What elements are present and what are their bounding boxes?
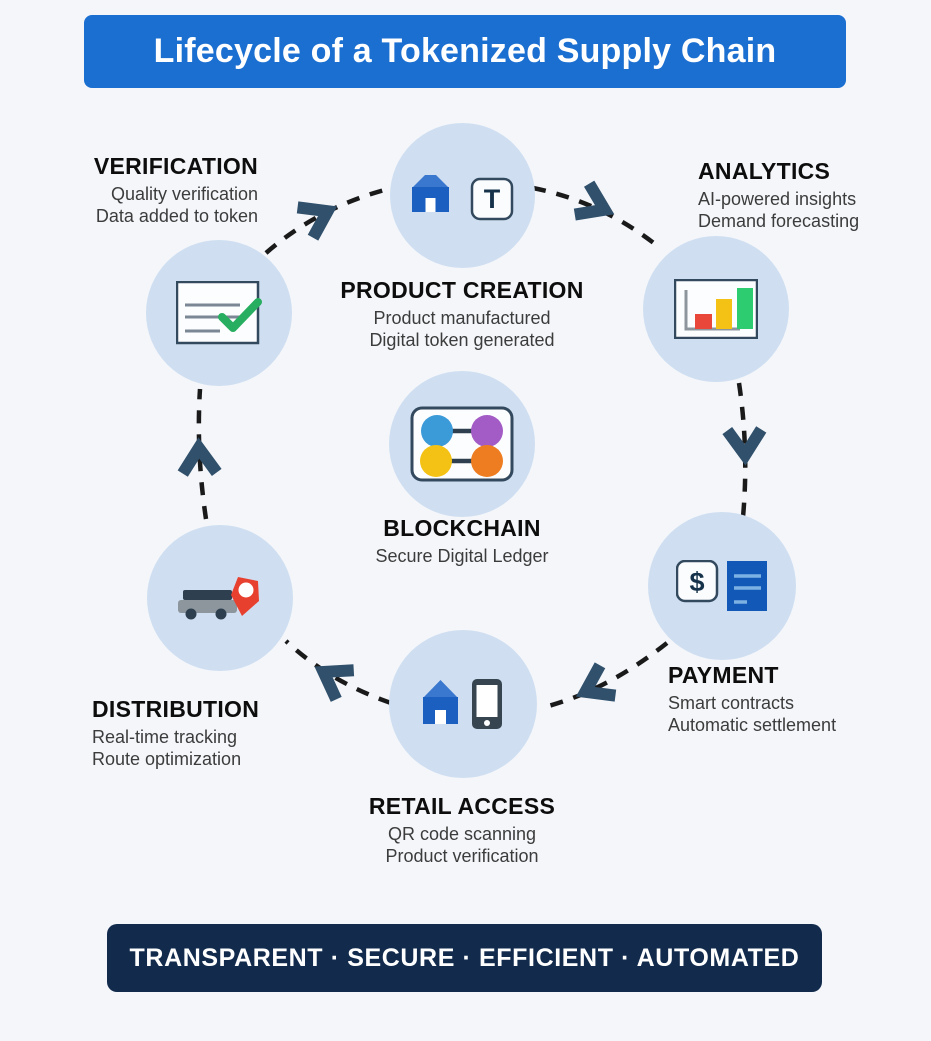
token-badge-icon: T [470, 177, 513, 220]
node-text-verification: VERIFICATION Quality verification Data a… [28, 153, 258, 228]
node-title: RETAIL ACCESS [368, 793, 556, 819]
store-and-phone-icon [422, 679, 502, 729]
flow-line-payment-to-retail [540, 641, 669, 711]
node-circle-verification [146, 240, 292, 386]
arrowhead-up-left-icon [314, 664, 355, 702]
checklist-icon [176, 281, 262, 345]
smartphone-icon [471, 679, 502, 729]
token-letter: T [483, 184, 500, 214]
node-title: VERIFICATION [93, 153, 258, 179]
node-subtitle-line: Smart contracts [668, 692, 795, 713]
truck-icon [178, 590, 237, 620]
flow-line-product-to-analytics [532, 185, 662, 250]
dollar-badge-icon: $ [676, 560, 719, 603]
node-subtitle-line: Route optimization [92, 748, 242, 769]
arrowhead-down-right-icon [573, 180, 615, 221]
node-circle-blockchain [389, 371, 535, 517]
dollar-and-invoice-icon: $ [676, 560, 767, 611]
node-circle-product-creation: T [390, 123, 535, 268]
node-text-analytics: ANALYTICS AI-powered insights Demand for… [698, 158, 918, 233]
truck-and-pin-icon [178, 577, 259, 620]
flow-line-verification-to-product [264, 185, 393, 255]
footer-banner: TRANSPARENT · SECURE · EFFICIENT · AUTOM… [107, 924, 822, 992]
node-title: ANALYTICS [698, 158, 831, 184]
node-title: BLOCKCHAIN [383, 515, 541, 541]
arrowhead-up-right-icon [296, 201, 338, 241]
node-subtitle-line: Demand forecasting [698, 210, 860, 231]
linked-nodes-icon [410, 406, 514, 482]
node-text-retail-access: RETAIL ACCESS QR code scanning Product v… [312, 793, 612, 868]
arrowhead-down-icon [722, 426, 767, 466]
store-icon [422, 680, 458, 724]
factory-icon [411, 174, 449, 212]
node-title: PRODUCT CREATION [340, 277, 584, 303]
footer-tagline: TRANSPARENT · SECURE · EFFICIENT · AUTOM… [129, 943, 800, 972]
node-text-payment: PAYMENT Smart contracts Automatic settle… [668, 662, 898, 737]
location-pin-icon [231, 577, 259, 616]
arrowhead-up-icon [177, 437, 222, 477]
node-subtitle-line: QR code scanning [387, 823, 537, 844]
node-subtitle-line: Real-time tracking [92, 726, 238, 747]
node-text-blockchain: BLOCKCHAIN Secure Digital Ledger [312, 515, 612, 568]
node-subtitle-line: Digital token generated [369, 329, 555, 350]
invoice-icon [727, 561, 767, 611]
node-subtitle-line: Secure Digital Ledger [375, 545, 549, 566]
node-subtitle-line: Data added to token [95, 205, 258, 226]
factory-and-token-icon: T [411, 174, 513, 220]
flow-line-analytics-to-payment [736, 382, 748, 518]
dollar-sign: $ [689, 567, 704, 597]
title-banner: Lifecycle of a Tokenized Supply Chain [84, 15, 846, 88]
arrowhead-down-left-icon [575, 662, 617, 702]
node-subtitle-line: Quality verification [110, 183, 258, 204]
node-circle-analytics [643, 236, 789, 382]
node-title: DISTRIBUTION [92, 696, 260, 722]
node-subtitle-line: Product manufactured [373, 307, 551, 328]
node-subtitle-line: Product verification [385, 845, 539, 866]
checkmark-icon [218, 298, 262, 332]
node-circle-payment: $ [648, 512, 796, 660]
node-title: PAYMENT [668, 662, 779, 688]
node-text-distribution: DISTRIBUTION Real-time tracking Route op… [92, 696, 312, 771]
node-circle-distribution [147, 525, 293, 671]
node-subtitle-line: Automatic settlement [668, 714, 837, 735]
node-circle-retail-access [389, 630, 537, 778]
flow-line-distribution-to-verification [196, 388, 209, 520]
page-title: Lifecycle of a Tokenized Supply Chain [153, 32, 777, 70]
node-subtitle-line: AI-powered insights [698, 188, 857, 209]
flow-line-retail-to-distribution [284, 639, 392, 706]
node-text-product-creation: PRODUCT CREATION Product manufactured Di… [312, 277, 612, 352]
bar-chart-icon [674, 279, 758, 339]
